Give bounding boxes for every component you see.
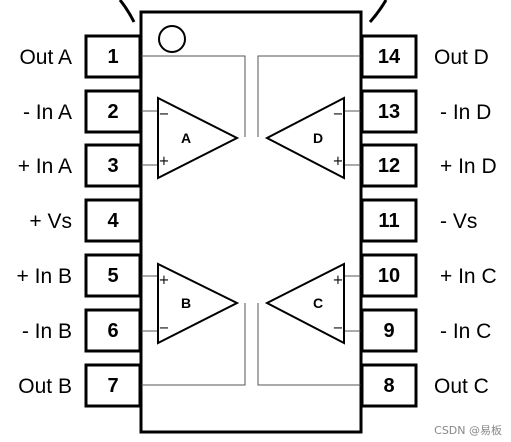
amplifier-d-bottom-sign: +	[333, 154, 344, 169]
pin-number-7: 7	[107, 375, 118, 397]
amplifier-a-triangle	[157, 96, 240, 180]
pin-label-13: - In D	[440, 101, 491, 124]
pin1-marker	[158, 25, 186, 53]
pin-number-6: 6	[107, 320, 118, 342]
amplifier-d-top-sign: −	[333, 107, 344, 122]
amplifier-c-bottom-sign: −	[333, 321, 344, 336]
pin-label-7: Out B	[18, 375, 72, 398]
amplifier-a-label: A	[181, 130, 191, 146]
pin-number-12: 12	[378, 155, 400, 177]
pin-label-5: + In B	[17, 265, 72, 288]
pin-box-8	[360, 363, 418, 408]
pin-label-9: - In C	[440, 320, 491, 343]
amplifier-a-top-sign: −	[159, 107, 170, 122]
internal-wiring	[141, 55, 361, 386]
pin-box-2	[84, 89, 142, 134]
amplifier-b-label: B	[181, 295, 191, 311]
pin-label-14: Out D	[434, 46, 489, 69]
amplifier-c-top-sign: +	[333, 273, 344, 288]
amplifier-b-bottom-sign: −	[159, 321, 170, 336]
pin-number-5: 5	[107, 265, 118, 287]
amplifier-d-label: D	[313, 130, 323, 146]
pin-box-3	[84, 143, 142, 188]
pin-box-7	[84, 363, 142, 408]
pin-box-4	[84, 198, 142, 243]
title-fragment	[368, 0, 388, 24]
right-pins: 14 13 12 11 10 9 8 Out D - In D + In D -…	[360, 34, 497, 408]
pin-label-12: + In D	[440, 155, 497, 178]
amplifier-b-top-sign: +	[159, 273, 170, 288]
amplifier-a-bottom-sign: +	[159, 154, 170, 169]
pin-label-11: - Vs	[440, 210, 477, 233]
pin-label-6: - In B	[22, 320, 72, 343]
pin-number-1: 1	[107, 46, 118, 68]
amplifier-d-triangle	[264, 96, 345, 180]
amplifier-c-label: C	[313, 295, 323, 311]
pin-box-11	[360, 198, 418, 243]
watermark-text: CSDN @易板	[434, 423, 502, 437]
pin-box-12	[360, 143, 418, 188]
pin-number-8: 8	[383, 375, 394, 397]
pin-number-11: 11	[378, 210, 399, 232]
pin-box-1	[84, 34, 142, 79]
title-fragment	[118, 0, 136, 23]
pin-number-13: 13	[378, 101, 400, 123]
chip-body	[139, 10, 363, 434]
pin-label-10: + In C	[440, 265, 497, 288]
pin-box-9	[360, 308, 418, 353]
pin-box-14	[360, 34, 418, 79]
pin-number-14: 14	[378, 46, 401, 68]
pin-number-4: 4	[107, 210, 119, 232]
pin-box-13	[360, 89, 418, 134]
pin-box-10	[360, 253, 418, 298]
pin-number-3: 3	[107, 155, 118, 177]
pin-label-2: - In A	[23, 101, 72, 124]
pin-number-10: 10	[378, 265, 400, 287]
pin-box-5	[84, 253, 142, 298]
pin-number-2: 2	[107, 101, 118, 123]
pin-number-9: 9	[383, 320, 394, 342]
pin-label-1: Out A	[19, 46, 72, 69]
pin-label-3: + In A	[18, 155, 72, 178]
left-pins: 1 2 3 4 5 6 7 Out A - In A + In A + Vs +…	[17, 34, 142, 408]
amplifier-b-triangle	[157, 262, 240, 345]
amplifier-c-triangle	[264, 262, 345, 345]
pin-label-8: Out C	[434, 375, 489, 398]
pin-box-6	[84, 308, 142, 353]
pin-label-4: + Vs	[29, 210, 72, 233]
